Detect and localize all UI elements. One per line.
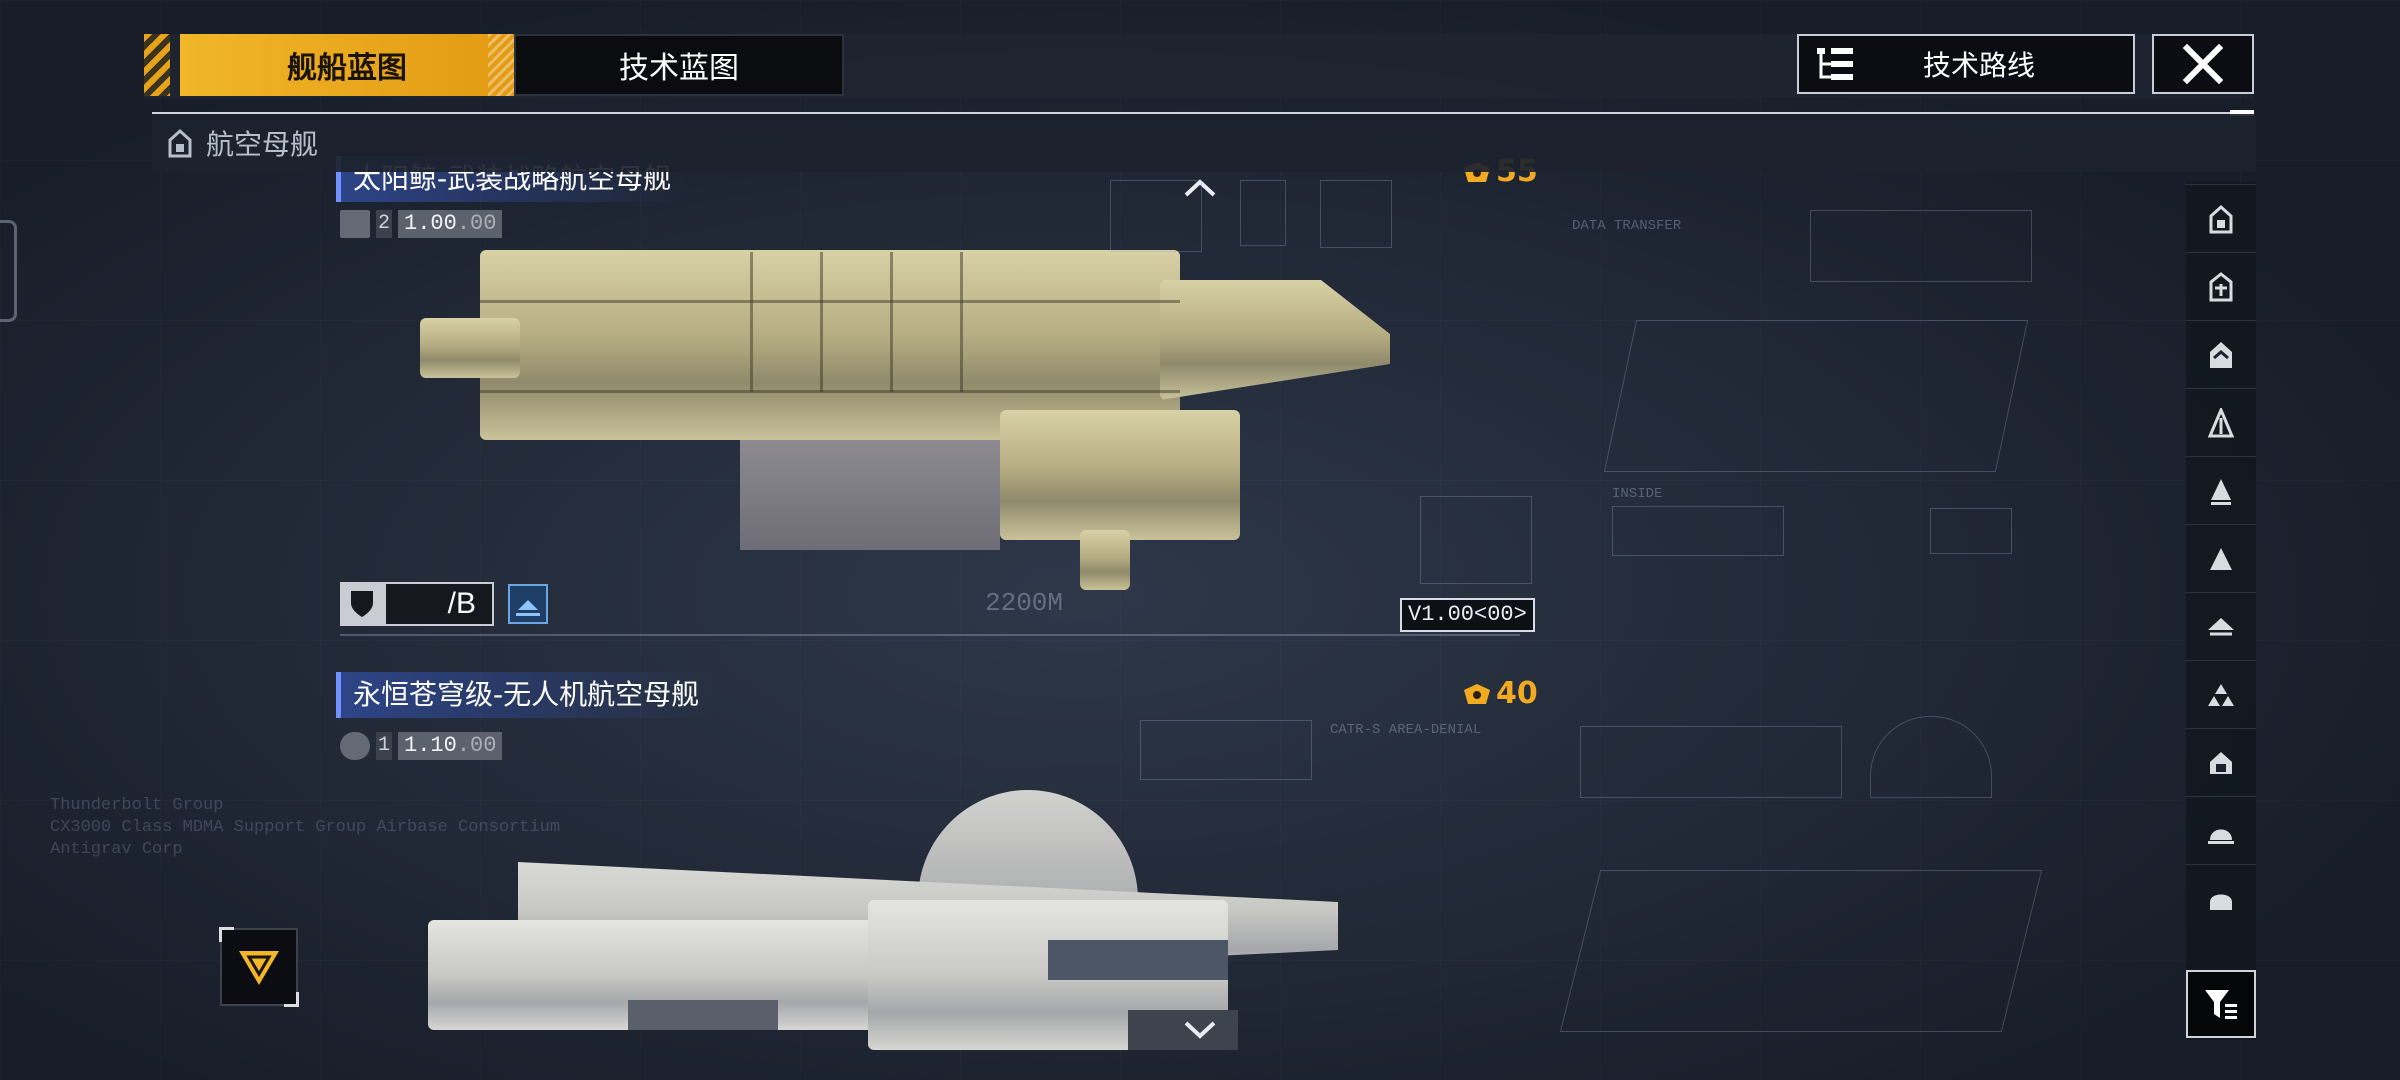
blueprint-panel — [1810, 210, 2032, 282]
blueprint-panel — [1140, 720, 1312, 780]
blueprint-panel — [1110, 180, 1202, 252]
ship-model-sun-whale[interactable] — [420, 240, 1440, 590]
tech-route-button[interactable]: 技术路线 — [1797, 34, 2135, 94]
category-label: 航空母舰 — [206, 128, 319, 161]
filter-button[interactable] — [2186, 970, 2256, 1038]
ship-class-sidebar — [2186, 182, 2256, 1040]
blueprint-ship-wireframe — [1603, 320, 2029, 472]
destroyer-class-icon — [2208, 408, 2234, 438]
cost-medal-icon — [1464, 683, 1490, 704]
scroll-down-icon[interactable] — [1183, 1020, 1217, 1040]
sidebar-item-support[interactable] — [2186, 796, 2256, 865]
blueprint-panel — [1612, 506, 1784, 556]
sidebar-item-battlecruiser[interactable] — [2186, 252, 2256, 321]
version-main: 1.10 — [404, 733, 457, 758]
blueprint-ship-wireframe — [1559, 870, 2043, 1032]
ship-model-eternal-sky[interactable] — [428, 790, 1438, 1060]
sidebar-item-frigate[interactable] — [2186, 456, 2256, 525]
scroll-up-icon[interactable] — [1183, 178, 1217, 198]
bg-caption-line: Thunderbolt Group — [50, 796, 224, 815]
ship-length-label: 2200M — [985, 588, 1064, 618]
shield-icon — [340, 582, 384, 626]
tab-label: 技术蓝图 — [619, 51, 739, 86]
blueprint-panel — [1930, 508, 2012, 554]
ship-grade-badge: /B — [340, 582, 548, 626]
bg-caption-line: CX3000 Class MDMA Support Group Airbase … — [50, 818, 561, 837]
blueprint-panel — [1320, 180, 1392, 248]
sidebar-item-corvette[interactable] — [2186, 524, 2256, 593]
cruiser-class-icon — [2210, 342, 2232, 368]
auxiliary-class-icon — [2210, 894, 2232, 910]
frigate-class-icon — [2211, 479, 2231, 505]
blueprint-label: DATA TRANSFER — [1572, 218, 1682, 234]
left-edge-chevron-icon — [0, 220, 17, 322]
grade-value: /B — [384, 582, 494, 626]
blueprint-panel — [1420, 496, 1532, 584]
tech-route-label: 技术路线 — [1922, 49, 2035, 82]
sidebar-item-station[interactable] — [2186, 728, 2256, 797]
version-badge: 2 1.00.00 — [340, 208, 503, 240]
ship-code-label: V1.00<00> — [1400, 598, 1535, 632]
category-bar: 航空母舰 — [152, 114, 2256, 172]
blueprint-panel — [1580, 726, 1842, 798]
blueprint-panel — [1240, 180, 1286, 246]
sidebar-item-cruiser[interactable] — [2186, 320, 2256, 389]
version-badge: 1 1.10.00 — [340, 730, 503, 762]
version-number: 1.10.00 — [398, 732, 503, 760]
tab-label: 舰船蓝图 — [287, 51, 407, 86]
blueprint-label: INSIDE — [1612, 486, 1663, 502]
version-number: 1.00.00 — [398, 210, 503, 238]
faction-icon — [340, 210, 370, 238]
version-suffix: .00 — [456, 211, 497, 236]
fleet-emblem-button[interactable] — [219, 927, 299, 1007]
blueprint-label: CATR-S AREA-DENIAL — [1330, 722, 1482, 738]
fighter-class-icon — [2208, 618, 2234, 636]
tab-ship-blueprint[interactable]: 舰船蓝图 — [180, 34, 514, 96]
header-divider — [152, 110, 2254, 116]
triangle-emblem-icon — [239, 951, 279, 985]
tier-number: 2 — [376, 210, 392, 238]
battlecruiser-class-icon — [2209, 272, 2233, 302]
length-ruler — [340, 634, 1520, 636]
station-class-icon — [2210, 752, 2232, 774]
bg-caption-line: Antigrav Corp — [50, 840, 183, 859]
close-icon — [2182, 43, 2224, 85]
sidebar-item-destroyer[interactable] — [2186, 388, 2256, 457]
sidebar-item-carrier[interactable] — [2186, 184, 2256, 253]
faction-icon — [340, 732, 370, 760]
carrier-class-icon — [168, 128, 192, 158]
corvette-class-icon — [2210, 548, 2232, 570]
cost-value: 40 — [1496, 676, 1538, 711]
close-button[interactable] — [2152, 34, 2254, 94]
cost-indicator: 40 — [1462, 676, 1538, 711]
striped-accent-icon — [144, 34, 170, 96]
sidebar-item-squadron[interactable] — [2186, 660, 2256, 729]
support-class-icon — [2208, 829, 2234, 844]
background-caption: Thunderbolt Group CX3000 Class MDMA Supp… — [50, 795, 560, 861]
sidebar-item-fighter[interactable] — [2186, 592, 2256, 661]
carrier-type-icon — [508, 584, 548, 624]
squadron-class-icon — [2208, 684, 2234, 706]
version-main: 1.00 — [404, 211, 457, 236]
tier-number: 1 — [376, 732, 392, 760]
filter-icon — [2205, 990, 2237, 1019]
sidebar-item-auxiliary[interactable] — [2186, 864, 2256, 933]
version-suffix: .00 — [456, 733, 497, 758]
ship-name-label[interactable]: 永恒苍穹级-无人机航空母舰 — [336, 672, 714, 718]
tab-tech-blueprint[interactable]: 技术蓝图 — [514, 34, 844, 96]
tech-tree-icon — [1815, 46, 1855, 82]
carrier-class-icon — [2209, 204, 2233, 234]
